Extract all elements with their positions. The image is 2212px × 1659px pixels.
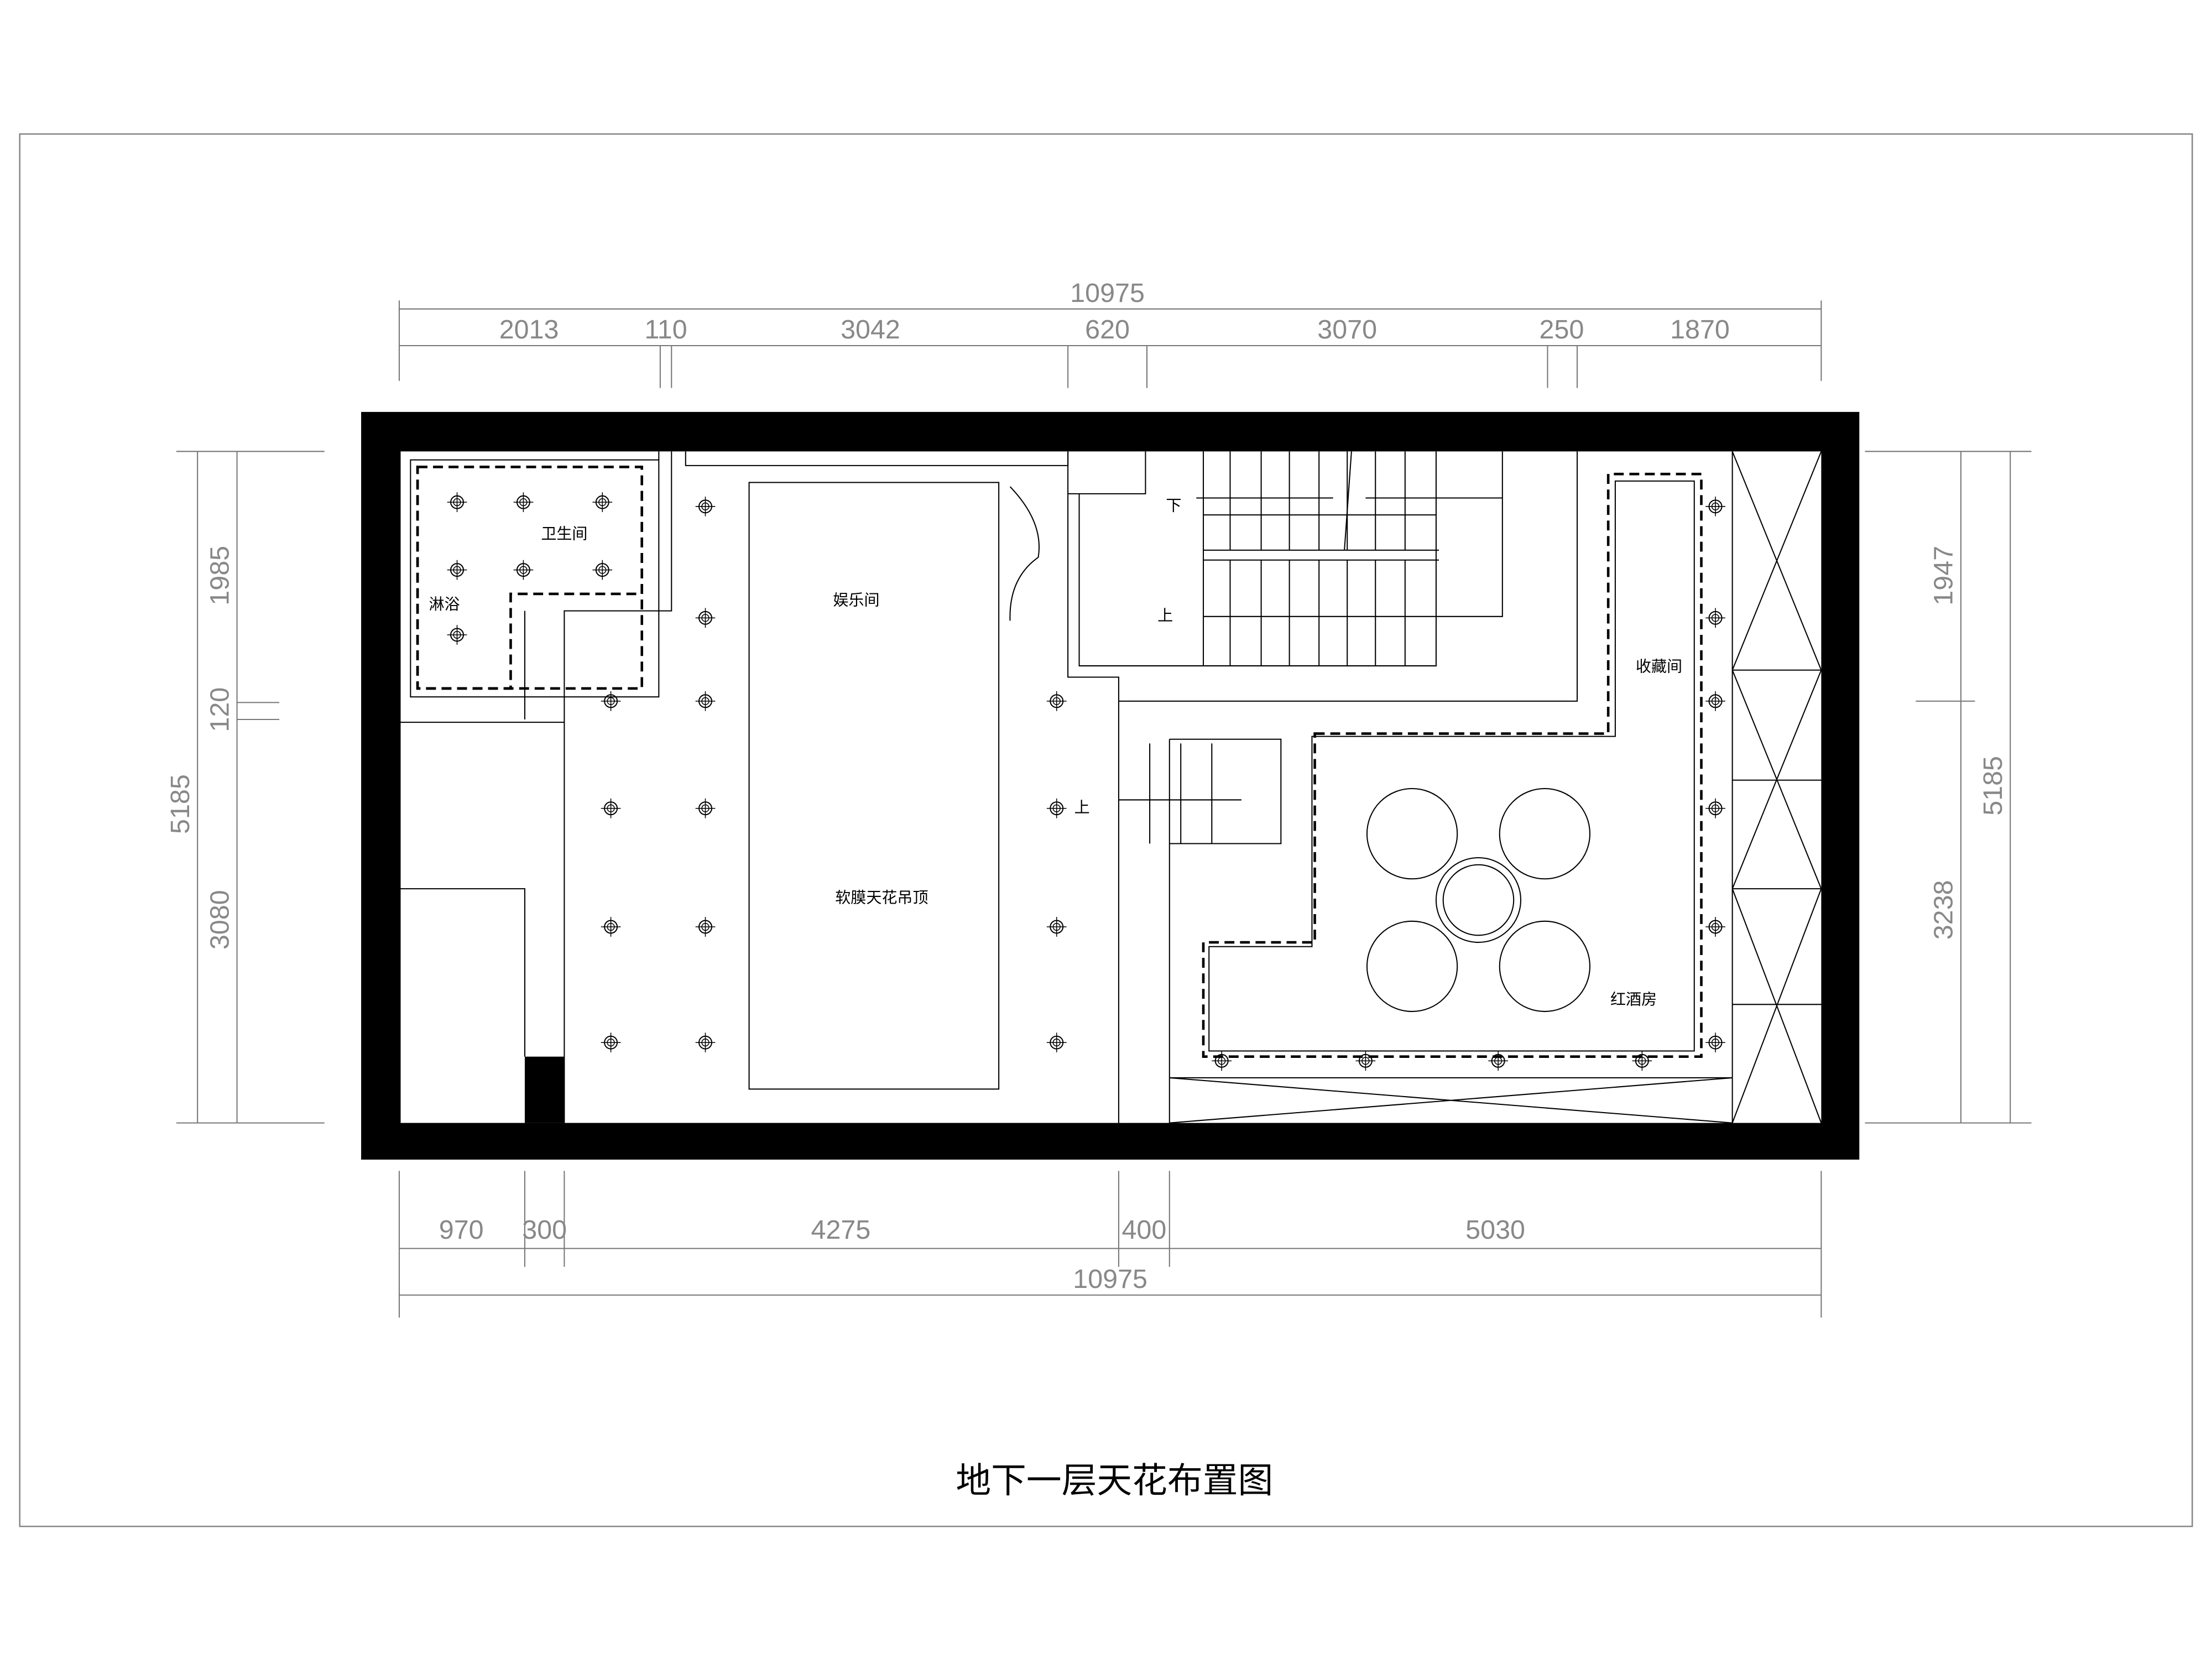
downlight-icon — [1355, 1051, 1376, 1071]
stair-up-label: 上 — [1157, 606, 1173, 624]
dim-top: 3042 — [841, 315, 900, 345]
downlight-icon — [447, 625, 467, 645]
dim-top: 2013 — [499, 315, 559, 345]
downlight-group — [447, 492, 1725, 1071]
dimension-lines — [176, 300, 2032, 1318]
downlight-icon — [1046, 798, 1067, 818]
downlight-icon — [695, 608, 716, 628]
dim-top-total: 10975 — [1070, 278, 1145, 308]
dim-left: 120 — [205, 687, 234, 732]
drawing-title: 地下一层天花布置图 — [956, 1460, 1273, 1501]
downlight-icon — [1488, 1051, 1509, 1071]
room-label-shower: 淋浴 — [429, 595, 460, 613]
dim-left: 1985 — [205, 546, 234, 606]
dim-left: 3080 — [205, 890, 234, 950]
downlight-icon — [601, 1032, 621, 1053]
dim-top: 1870 — [1670, 315, 1730, 345]
downlight-icon — [1705, 798, 1725, 818]
downlight-icon — [1046, 691, 1067, 711]
downlight-icon — [601, 691, 621, 711]
dim-top: 620 — [1085, 315, 1130, 345]
dim-right: 1947 — [1929, 546, 1959, 606]
dim-bottom-total: 10975 — [1073, 1264, 1147, 1294]
downlight-icon — [447, 492, 467, 513]
downlight-icon — [1212, 1051, 1232, 1071]
downlight-icon — [592, 560, 613, 580]
downlight-icon — [695, 917, 716, 937]
downlight-icon — [601, 917, 621, 937]
downlight-icon — [1632, 1051, 1652, 1071]
downlight-icon — [1705, 917, 1725, 937]
downlight-icon — [513, 560, 534, 580]
downlight-icon — [695, 1032, 716, 1053]
dim-top: 250 — [1540, 315, 1584, 345]
stair-up-label: 上 — [1074, 798, 1090, 816]
dim-top: 3070 — [1317, 315, 1377, 345]
wine-table-pattern — [1366, 788, 1591, 1013]
dim-bottom: 970 — [439, 1215, 484, 1245]
interior-lines — [400, 451, 1822, 1124]
dim-bottom: 400 — [1121, 1215, 1166, 1245]
downlight-icon — [447, 560, 467, 580]
downlight-icon — [695, 798, 716, 818]
dim-right-total: 5185 — [1978, 756, 2008, 816]
dim-bottom: 5030 — [1465, 1215, 1525, 1245]
ceiling-note: 软膜天花吊顶 — [835, 889, 928, 907]
downlight-icon — [1705, 496, 1725, 517]
dim-left-total: 5185 — [165, 774, 195, 834]
downlight-icon — [695, 691, 716, 711]
dim-right: 3238 — [1929, 880, 1959, 940]
downlight-icon — [1705, 1032, 1725, 1053]
stair-down-label: 下 — [1166, 496, 1181, 514]
downlight-icon — [513, 492, 534, 513]
room-label-bathroom: 卫生间 — [541, 524, 587, 542]
sheet-border — [19, 133, 2193, 1527]
floor-area — [400, 451, 1822, 1123]
room-label-wine: 红酒房 — [1610, 990, 1657, 1008]
dim-top: 110 — [644, 315, 687, 345]
room-label-collection: 收藏间 — [1636, 657, 1682, 675]
downlight-icon — [1046, 917, 1067, 937]
downlight-icon — [1705, 691, 1725, 711]
dim-bottom: 4275 — [811, 1215, 871, 1245]
column-block — [524, 1056, 565, 1123]
dim-bottom: 300 — [522, 1215, 567, 1245]
downlight-icon — [1705, 608, 1725, 628]
room-label-entertainment: 娱乐间 — [833, 591, 879, 609]
downlight-icon — [592, 492, 613, 513]
downlight-icon — [601, 798, 621, 818]
downlight-icon — [1046, 1032, 1067, 1053]
downlight-icon — [695, 496, 716, 517]
